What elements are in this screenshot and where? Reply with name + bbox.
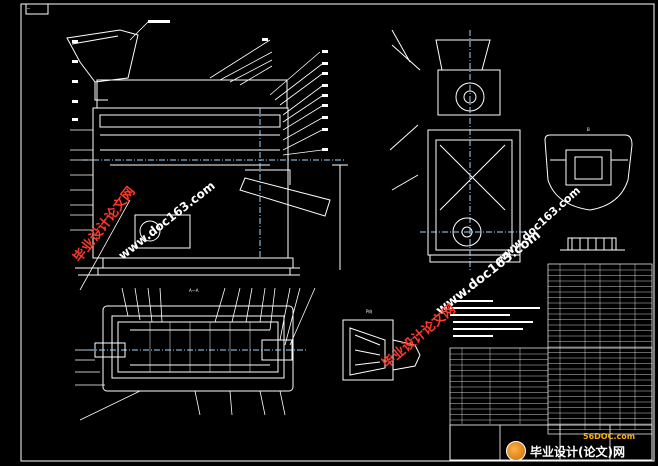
front-view-balloons <box>72 20 328 151</box>
nozzle-view-label: P向 <box>366 309 373 314</box>
detail-view-label: B <box>587 127 590 132</box>
front-view-leaders <box>70 21 323 291</box>
drawing-frame <box>20 3 655 462</box>
nozzle-view <box>342 319 421 381</box>
sheet-number: — <box>27 6 31 12</box>
side-view <box>389 29 525 270</box>
detail-view <box>544 134 633 251</box>
circle-logo-icon <box>506 441 526 461</box>
section-view-label: A—A <box>189 288 199 293</box>
section-view <box>88 305 308 392</box>
parts-list-table <box>449 263 653 461</box>
brand-site: 56DOC.com <box>583 432 636 441</box>
parts-list-rows <box>450 264 652 430</box>
brand-name: 毕业设计(论文)网 <box>530 444 625 459</box>
brand-badge: 毕业设计(论文)网 <box>506 440 656 462</box>
front-view <box>66 29 348 276</box>
technical-notes <box>450 300 540 337</box>
section-view-leaders <box>75 287 316 421</box>
title-block <box>449 424 653 461</box>
